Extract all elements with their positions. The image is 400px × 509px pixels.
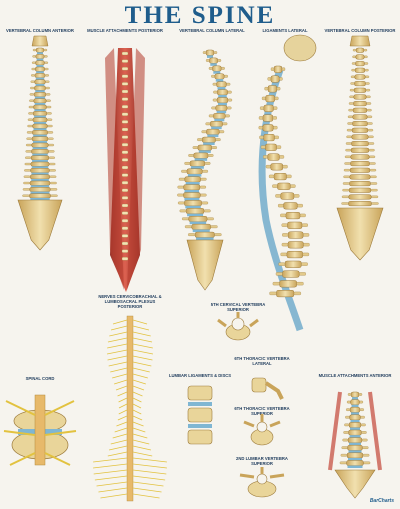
label-5th-cervical-vertebra: 5TH CERVICAL VERTEBRA SUPERIOR	[210, 302, 266, 312]
lumbar-ligaments-illustration	[187, 385, 213, 445]
label-vertebral-column-lateral: VERTEBRAL COLUMN LATERAL	[179, 28, 245, 33]
nerves-illustration	[93, 315, 167, 502]
ligaments-lateral-illustration	[258, 34, 317, 332]
anterior-column-illustration	[17, 35, 63, 251]
thoracic-superior-illustration	[243, 414, 281, 446]
lateral-column-illustration	[177, 49, 233, 291]
label-nerves-plexus: NERVES CERVICOBRACHIAL & LUMBOSACRAL PLE…	[98, 294, 162, 309]
label-ligaments-lateral: LIGAMENTS LATERAL	[262, 28, 308, 33]
label-vertebral-column-anterior: VERTEBRAL COLUMN ANTERIOR	[6, 28, 74, 33]
label-2nd-lumbar-vertebra: 2ND LUMBAR VERTEBRA SUPERIOR	[236, 456, 288, 466]
lumbar-superior-illustration	[239, 467, 285, 498]
label-muscle-attachments-anterior: MUSCLE ATTACHMENTS ANTERIOR	[318, 373, 392, 378]
label-vertebral-column-posterior: VERTEBRAL COLUMN POSTERIOR	[324, 28, 396, 33]
label-muscle-attachments-posterior: MUSCLE ATTACHMENTS POSTERIOR	[87, 28, 163, 33]
label-lumbar-ligaments: LUMBAR LIGAMENTS & DISCS	[168, 373, 232, 378]
posterior-column-illustration	[336, 35, 384, 261]
cervical-vertebra-illustration	[217, 312, 259, 341]
thoracic-lateral-illustration	[251, 377, 284, 400]
muscle-posterior-illustration	[105, 48, 145, 292]
muscle-anterior-illustration	[328, 391, 382, 499]
brand-logo: BarCharts	[369, 498, 394, 504]
label-spinal-cord: SPINAL CORD	[25, 376, 55, 381]
label-6th-thoracic-lateral: 6TH THORACIC VERTEBRA LATERAL	[234, 356, 290, 366]
spinal-cord-illustration	[3, 394, 77, 466]
page-title: THE SPINE	[124, 2, 276, 29]
label-6th-thoracic-superior: 6TH THORACIC VERTEBRA SUPERIOR	[234, 406, 290, 416]
